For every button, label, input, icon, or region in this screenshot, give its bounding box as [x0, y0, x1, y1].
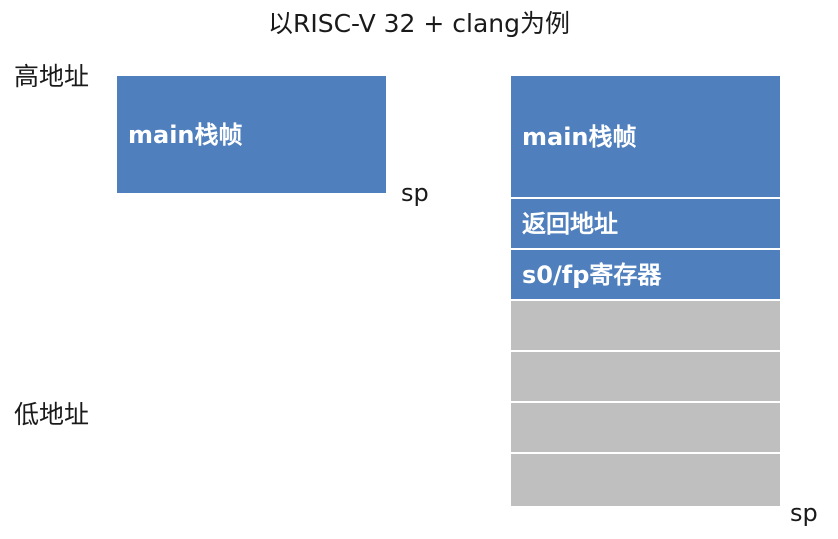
left-main-stack-frame-label: main栈帧 [128, 120, 243, 149]
return-address-label: 返回地址 [522, 209, 618, 238]
empty-stack-slot-3 [511, 403, 780, 454]
frame-pointer-label: s0/fp寄存器 [522, 260, 662, 289]
left-sp-label: sp [401, 179, 429, 207]
right-main-stack-frame: main栈帧 [511, 76, 780, 199]
high-address-label: 高地址 [14, 62, 90, 91]
right-sp-label: sp [790, 499, 818, 527]
right-main-stack-frame-label: main栈帧 [522, 122, 637, 151]
left-main-stack-frame: main栈帧 [117, 76, 386, 193]
empty-stack-slot-2 [511, 352, 780, 403]
right-stack: main栈帧 返回地址 s0/fp寄存器 [511, 76, 780, 506]
diagram-title: 以RISC-V 32 + clang为例 [267, 9, 571, 38]
empty-stack-slot-4 [511, 454, 780, 506]
empty-stack-slot-1 [511, 301, 780, 352]
frame-pointer-slot: s0/fp寄存器 [511, 250, 780, 301]
return-address-slot: 返回地址 [511, 199, 780, 250]
low-address-label: 低地址 [14, 400, 90, 429]
